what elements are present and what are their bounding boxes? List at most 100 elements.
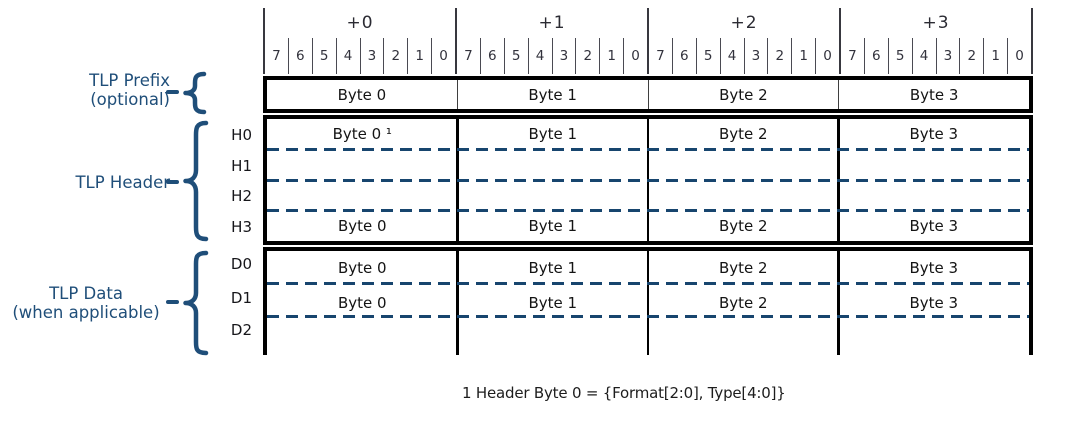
tlp-prefix-label-line2: (optional) [90, 89, 170, 109]
header-byte-cell: Byte 3 [909, 216, 959, 235]
bit-label: 3 [359, 38, 384, 74]
bit-label: 2 [383, 38, 407, 74]
row-label-h2: H2 [231, 187, 252, 205]
header-byte-cell [267, 150, 458, 181]
bit-label: 5 [503, 38, 528, 74]
bit-label: 7 [272, 48, 281, 64]
prefix-brace-connector [166, 90, 179, 94]
bit-label: 2 [959, 38, 983, 74]
bit-label: 6 [671, 38, 696, 74]
bit-label: 6 [287, 38, 312, 74]
data-byte-cell [458, 320, 649, 355]
header-byte-cell [839, 150, 1030, 181]
bit-label: 5 [695, 38, 720, 74]
header-brace-connector [166, 180, 179, 184]
bit-label: 0 [815, 38, 839, 74]
bit-label: 1 [791, 38, 815, 74]
data-byte-cell: Byte 3 [909, 259, 959, 278]
column-divider [456, 251, 459, 355]
header-byte-cell: Byte 2 [718, 125, 768, 144]
bit-label: 1 [407, 38, 431, 74]
row-divider-dashed [267, 315, 1029, 318]
bit-label: 1 [983, 38, 1007, 74]
header-byte-cell: Byte 1 [528, 216, 578, 235]
bit-label: 4 [719, 38, 744, 74]
bit-label: 2 [575, 38, 599, 74]
bit-label: 1 [599, 38, 623, 74]
bit-label: 4 [527, 38, 552, 74]
byte-offset-label: +3 [922, 13, 950, 33]
bit-row: 7 6 5 4 3 2 1 0 [649, 38, 839, 74]
bit-label: 3 [743, 38, 768, 74]
row-label-h3: H3 [231, 218, 252, 236]
tlp-data-label: TLP Data (when applicable) [2, 284, 170, 322]
bit-ruler: +0 7 6 5 4 3 2 1 0 +1 7 6 5 4 3 2 1 [263, 8, 1033, 74]
prefix-brace-icon [183, 71, 207, 115]
data-brace-icon [183, 250, 209, 356]
header-byte-cell [267, 180, 458, 211]
row-divider-dashed [267, 282, 1029, 285]
data-brace-connector [166, 300, 179, 304]
bit-label: 0 [431, 38, 455, 74]
bit-label: 3 [551, 38, 576, 74]
byte-offset-label: +1 [538, 13, 566, 33]
data-byte-cell [839, 320, 1030, 355]
bit-label: 4 [911, 38, 936, 74]
bit-label: 7 [656, 48, 665, 64]
bit-label: 2 [767, 38, 791, 74]
row-divider-dashed [267, 148, 1029, 151]
header-byte-cell: Byte 0 [337, 216, 387, 235]
data-byte-cell: Byte 1 [528, 294, 578, 312]
header-byte-cell: Byte 2 [718, 216, 768, 235]
byte-offset-label: +2 [730, 13, 758, 33]
data-byte-cell: Byte 0 [337, 259, 387, 278]
header-row-h2 [267, 180, 1029, 211]
data-byte-cell: Byte 2 [718, 294, 768, 312]
tlp-prefix-box: Byte 0 Byte 1 Byte 2 Byte 3 [263, 76, 1033, 113]
row-label-d1: D1 [230, 289, 252, 307]
column-divider [837, 251, 840, 355]
header-byte-cell [648, 150, 839, 181]
header-byte-cell [839, 180, 1030, 211]
header-byte-cell: Byte 3 [909, 125, 959, 144]
tlp-data-box: Byte 0 Byte 1 Byte 2 Byte 3 Byte 0 Byte … [263, 247, 1033, 355]
tlp-data-label-line1: TLP Data [49, 284, 123, 303]
bit-label: 7 [464, 48, 473, 64]
data-byte-cell [267, 320, 458, 355]
data-row-d0: Byte 0 Byte 1 Byte 2 Byte 3 [267, 251, 1029, 286]
prefix-byte-cell: Byte 2 [647, 80, 839, 109]
byte-group-0: +0 7 6 5 4 3 2 1 0 [263, 8, 455, 74]
tlp-prefix-label-line1: TLP Prefix [89, 71, 170, 90]
data-byte-cell: Byte 0 [337, 294, 387, 312]
bit-row: 7 6 5 4 3 2 1 0 [265, 38, 455, 74]
header-byte-cell [458, 150, 649, 181]
data-row-d1: Byte 0 Byte 1 Byte 2 Byte 3 [267, 286, 1029, 321]
bit-label: 6 [479, 38, 504, 74]
header-byte-cell [648, 180, 839, 211]
data-byte-cell [648, 320, 839, 355]
header-byte-cell: Byte 0 ¹ [332, 125, 392, 144]
row-label-h0: H0 [231, 126, 252, 144]
tlp-header-box: Byte 0 ¹ Byte 1 Byte 2 Byte 3 Byte 0 Byt… [263, 115, 1033, 245]
data-byte-cell: Byte 2 [718, 259, 768, 278]
prefix-byte-cell: Byte 1 [456, 80, 648, 109]
data-row-d2 [267, 320, 1029, 355]
row-label-d0: D0 [230, 255, 252, 273]
tlp-header-label: TLP Header [75, 173, 170, 192]
bit-label: 0 [1007, 38, 1031, 74]
bit-label: 7 [848, 48, 857, 64]
byte-group-1: +1 7 6 5 4 3 2 1 0 [455, 8, 647, 74]
column-divider [646, 251, 649, 355]
tlp-prefix-label: TLP Prefix (optional) [30, 71, 170, 109]
data-byte-cell: Byte 1 [528, 259, 578, 278]
header-row-h3: Byte 0 Byte 1 Byte 2 Byte 3 [267, 211, 1029, 242]
bit-label: 6 [863, 38, 888, 74]
header-row-h0: Byte 0 ¹ Byte 1 Byte 2 Byte 3 [267, 119, 1029, 150]
footnote: 1 Header Byte 0 = {Format[2:0], Type[4:0… [462, 384, 786, 402]
byte-group-2: +2 7 6 5 4 3 2 1 0 [647, 8, 839, 74]
byte-offset-label: +0 [346, 13, 374, 33]
header-brace-icon [183, 120, 209, 242]
bit-label: 3 [935, 38, 960, 74]
bit-row: 7 6 5 4 3 2 1 0 [841, 38, 1031, 74]
